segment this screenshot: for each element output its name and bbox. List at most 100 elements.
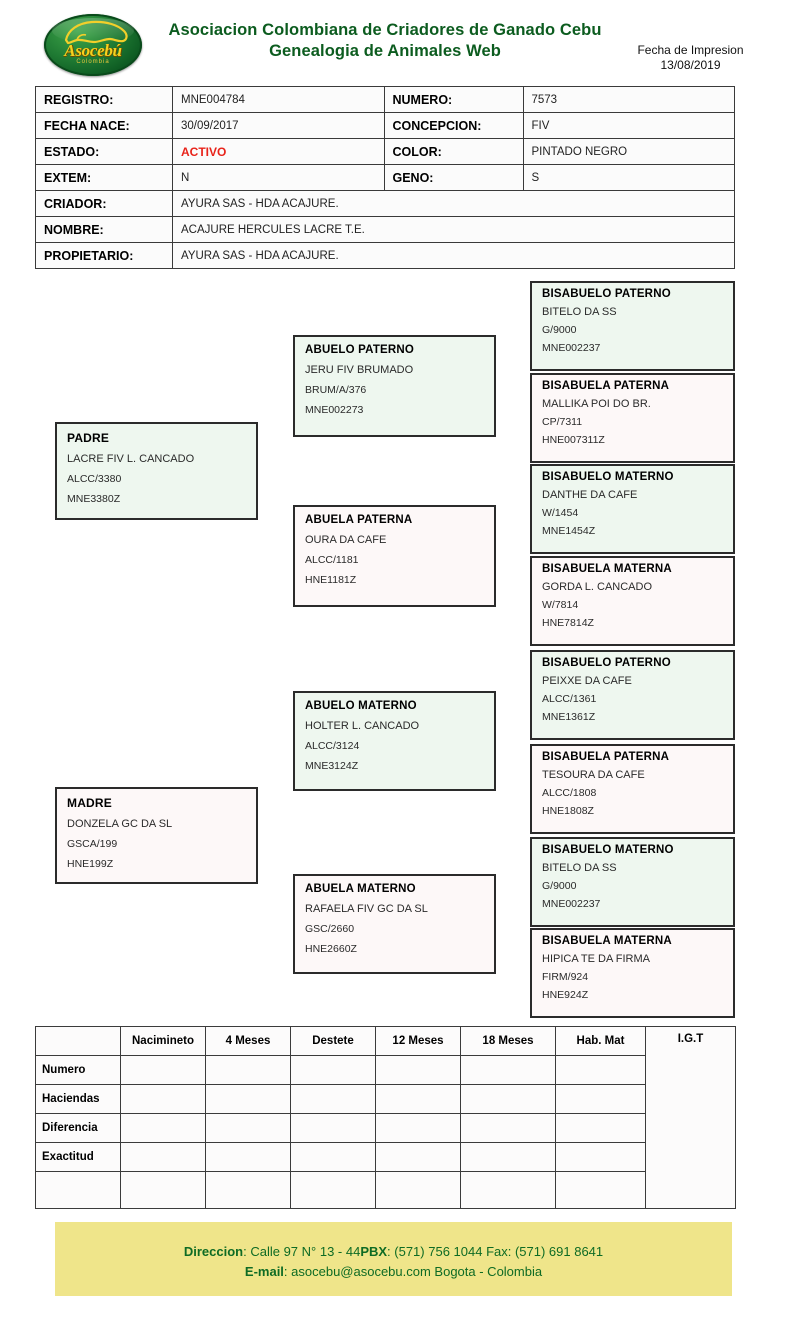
perf-cell bbox=[120, 1171, 206, 1209]
node-role: ABUELO MATERNO bbox=[305, 700, 417, 712]
numero-value: 7573 bbox=[522, 86, 735, 113]
pedigree-node-bisabuela-paterna-2: BISABUELA PATERNA TESOURA DA CAFE ALCC/1… bbox=[530, 744, 735, 834]
node-registry: ALCC/1361 bbox=[542, 693, 597, 705]
perf-row-label: Exactitud bbox=[35, 1142, 121, 1172]
extem-value: N bbox=[172, 164, 385, 191]
footer-email-label: E-mail bbox=[244, 1264, 284, 1279]
perf-col-18-meses: 18 Meses bbox=[460, 1026, 556, 1056]
zebu-silhouette-icon bbox=[64, 20, 128, 45]
node-role: PADRE bbox=[67, 431, 110, 445]
node-name: BITELO DA SS bbox=[542, 306, 617, 318]
node-id: HNE924Z bbox=[542, 989, 589, 1001]
node-registry: ALCC/1808 bbox=[542, 787, 597, 799]
perf-cell bbox=[460, 1113, 556, 1143]
geno-label: GENO: bbox=[383, 164, 524, 191]
perf-col-hab-mat: Hab. Mat bbox=[555, 1026, 646, 1056]
node-registry: GSC/2660 bbox=[305, 923, 355, 935]
nombre-label: NOMBRE: bbox=[35, 216, 173, 243]
node-role: BISABUELA MATERNA bbox=[542, 935, 672, 947]
pedigree-node-bisabuelo-paterno-1: BISABUELO PATERNO BITELO DA SS G/9000 MN… bbox=[530, 281, 735, 371]
print-date-value: 13/08/2019 bbox=[660, 58, 721, 72]
perf-col-nacimineto: Nacimineto bbox=[120, 1026, 206, 1056]
geno-value: S bbox=[522, 164, 735, 191]
perf-cell bbox=[555, 1171, 646, 1209]
node-registry: W/7814 bbox=[542, 599, 579, 611]
node-role: BISABUELO MATERNO bbox=[542, 471, 674, 483]
node-role: BISABUELA PATERNA bbox=[542, 380, 670, 392]
node-id: MNE002237 bbox=[542, 342, 601, 354]
node-registry: W/1454 bbox=[542, 507, 579, 519]
node-registry: G/9000 bbox=[542, 880, 577, 892]
node-role: ABUELA MATERNO bbox=[305, 883, 416, 895]
node-role: BISABUELA PATERNA bbox=[542, 751, 670, 763]
footer-direccion-value: : Calle 97 N° 13 - 44 bbox=[243, 1244, 361, 1259]
extem-label: EXTEM: bbox=[35, 164, 173, 191]
propietario-label: PROPIETARIO: bbox=[35, 242, 173, 269]
node-registry: ALCC/3124 bbox=[305, 740, 360, 752]
node-id: HNE2660Z bbox=[305, 943, 357, 955]
numero-label: NUMERO: bbox=[383, 86, 524, 113]
footer-pbx-label: PBX bbox=[360, 1244, 388, 1259]
pedigree-node-bisabuela-materna-2: BISABUELA MATERNA HIPICA TE DA FIRMA FIR… bbox=[530, 928, 735, 1018]
perf-cell bbox=[375, 1084, 461, 1114]
footer-direccion-label: Direccion bbox=[183, 1244, 244, 1259]
perf-col-igt: I.G.T bbox=[645, 1026, 736, 1209]
color-label: COLOR: bbox=[383, 138, 524, 165]
asocebu-logo: Asocebú Colombia bbox=[44, 14, 142, 76]
document-footer: Direccion: Calle 97 N° 13 - 44PBX: (571)… bbox=[55, 1222, 732, 1296]
table-row: NOMBRE: ACAJURE HERCULES LACRE T.E. bbox=[35, 216, 735, 243]
table-row: ESTADO: ACTIVO COLOR: PINTADO NEGRO bbox=[35, 138, 735, 165]
perf-cell bbox=[120, 1084, 206, 1114]
footer-address-line: Direccion: Calle 97 N° 13 - 44PBX: (571)… bbox=[55, 1244, 732, 1259]
node-id: MNE3380Z bbox=[67, 493, 121, 505]
propietario-value: AYURA SAS - HDA ACAJURE. bbox=[172, 242, 735, 269]
pedigree-node-abuelo-materno: ABUELO MATERNO HOLTER L. CANCADO ALCC/31… bbox=[293, 691, 496, 791]
perf-cell bbox=[555, 1084, 646, 1114]
concepcion-value: FIV bbox=[522, 112, 735, 139]
node-role: BISABUELO PATERNO bbox=[542, 657, 671, 669]
node-name: GORDA L. CANCADO bbox=[542, 581, 653, 593]
org-title: Asociacion Colombiana de Criadores de Ga… bbox=[168, 21, 602, 39]
node-name: MALLIKA POI DO BR. bbox=[542, 398, 651, 410]
node-registry: BRUM/A/376 bbox=[305, 384, 367, 396]
node-id: HNE1808Z bbox=[542, 805, 594, 817]
perf-cell bbox=[120, 1113, 206, 1143]
perf-cell bbox=[375, 1142, 461, 1172]
registro-label: REGISTRO: bbox=[35, 86, 173, 113]
node-role: ABUELO PATERNO bbox=[305, 344, 415, 356]
perf-row-label bbox=[35, 1171, 121, 1209]
pedigree-node-bisabuela-materna-1: BISABUELA MATERNA GORDA L. CANCADO W/781… bbox=[530, 556, 735, 646]
footer-pbx-value: : (571) 756 1044 Fax: (571) 691 8641 bbox=[387, 1244, 604, 1259]
perf-cell bbox=[460, 1142, 556, 1172]
criador-label: CRIADOR: bbox=[35, 190, 173, 217]
registro-value: MNE004784 bbox=[172, 86, 385, 113]
node-registry: GSCA/199 bbox=[67, 838, 118, 850]
node-id: MNE1454Z bbox=[542, 525, 596, 537]
table-header-row: Nacimineto 4 Meses Destete 12 Meses 18 M… bbox=[35, 1026, 736, 1209]
nombre-value: ACAJURE HERCULES LACRE T.E. bbox=[172, 216, 735, 243]
concepcion-label: CONCEPCION: bbox=[383, 112, 524, 139]
table-row: PROPIETARIO: AYURA SAS - HDA ACAJURE. bbox=[35, 242, 735, 269]
footer-email-value: : asocebu@asocebu.com Bogota - Colombia bbox=[283, 1264, 543, 1279]
table-row: FECHA NACE: 30/09/2017 CONCEPCION: FIV bbox=[35, 112, 735, 139]
node-id: HNE7814Z bbox=[542, 617, 594, 629]
pedigree-node-abuela-paterna: ABUELA PATERNA OURA DA CAFE ALCC/1181 HN… bbox=[293, 505, 496, 607]
pedigree-node-madre: MADRE DONZELA GC DA SL GSCA/199 HNE199Z bbox=[55, 787, 258, 884]
node-name: BITELO DA SS bbox=[542, 862, 617, 874]
pedigree-node-abuela-materno: ABUELA MATERNO RAFAELA FIV GC DA SL GSC/… bbox=[293, 874, 496, 974]
table-row bbox=[35, 1171, 736, 1209]
node-name: RAFAELA FIV GC DA SL bbox=[305, 903, 428, 915]
node-id: HNE1181Z bbox=[305, 574, 357, 586]
node-role: BISABUELO PATERNO bbox=[542, 288, 671, 300]
table-row: CRIADOR: AYURA SAS - HDA ACAJURE. bbox=[35, 190, 735, 217]
node-id: MNE002273 bbox=[305, 404, 364, 416]
perf-cell bbox=[460, 1055, 556, 1085]
pedigree-node-padre: PADRE LACRE FIV L. CANCADO ALCC/3380 MNE… bbox=[55, 422, 258, 520]
perf-cell bbox=[375, 1055, 461, 1085]
table-row: Exactitud bbox=[35, 1142, 736, 1172]
pedigree-node-bisabuelo-paterno-2: BISABUELO PATERNO PEIXXE DA CAFE ALCC/13… bbox=[530, 650, 735, 740]
perf-cell bbox=[205, 1055, 291, 1085]
pedigree-node-bisabuela-paterna-1: BISABUELA PATERNA MALLIKA POI DO BR. CP/… bbox=[530, 373, 735, 463]
node-registry: CP/7311 bbox=[542, 416, 583, 428]
